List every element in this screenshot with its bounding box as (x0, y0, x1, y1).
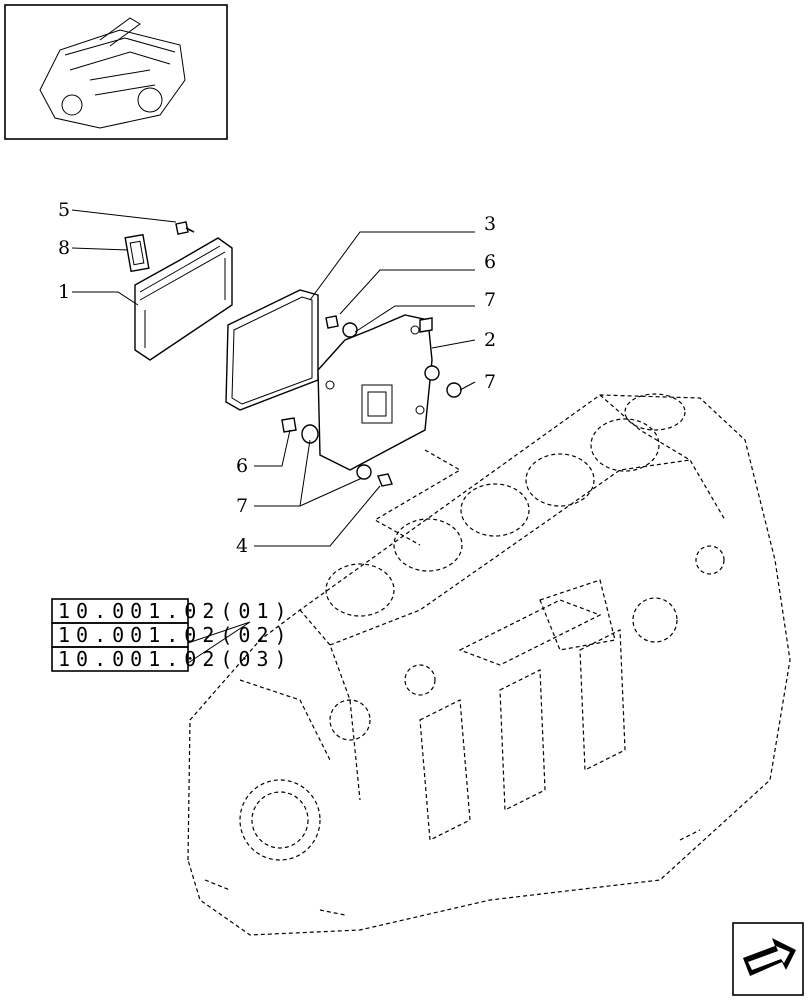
bolt-part (175, 221, 195, 235)
callout-4: 4 (236, 535, 248, 557)
reference-3[interactable]: 10.001.02(03) (58, 647, 293, 671)
callout-7-bottom: 7 (236, 495, 248, 517)
screw-and-bush-parts (281, 315, 462, 487)
callout-2: 2 (484, 329, 496, 351)
mounting-plate-part (317, 314, 440, 471)
callout-6-top: 6 (484, 251, 496, 273)
callout-3: 3 (484, 213, 496, 235)
assembly-guide (373, 449, 462, 546)
seal-part (124, 233, 150, 273)
callout-8: 8 (58, 237, 70, 259)
reference-1[interactable]: 10.001.02(01) (58, 599, 293, 623)
callout-6-bottom: 6 (236, 455, 248, 477)
callout-7-right: 7 (484, 371, 496, 393)
cylinder-block (187, 393, 791, 936)
callout-7-top: 7 (484, 289, 496, 311)
leader-lines (71, 209, 476, 664)
reference-2[interactable]: 10.001.02(02) (58, 623, 293, 647)
reference-list: 10.001.02(01) 10.001.02(02) 10.001.02(03… (51, 598, 293, 672)
callout-1: 1 (58, 281, 70, 303)
engine-thumbnail-icon[interactable] (4, 4, 228, 140)
gasket-part (225, 289, 319, 411)
arrow-next-icon[interactable] (732, 922, 804, 996)
ecu-cover-part (134, 237, 233, 361)
callout-5: 5 (58, 199, 70, 221)
